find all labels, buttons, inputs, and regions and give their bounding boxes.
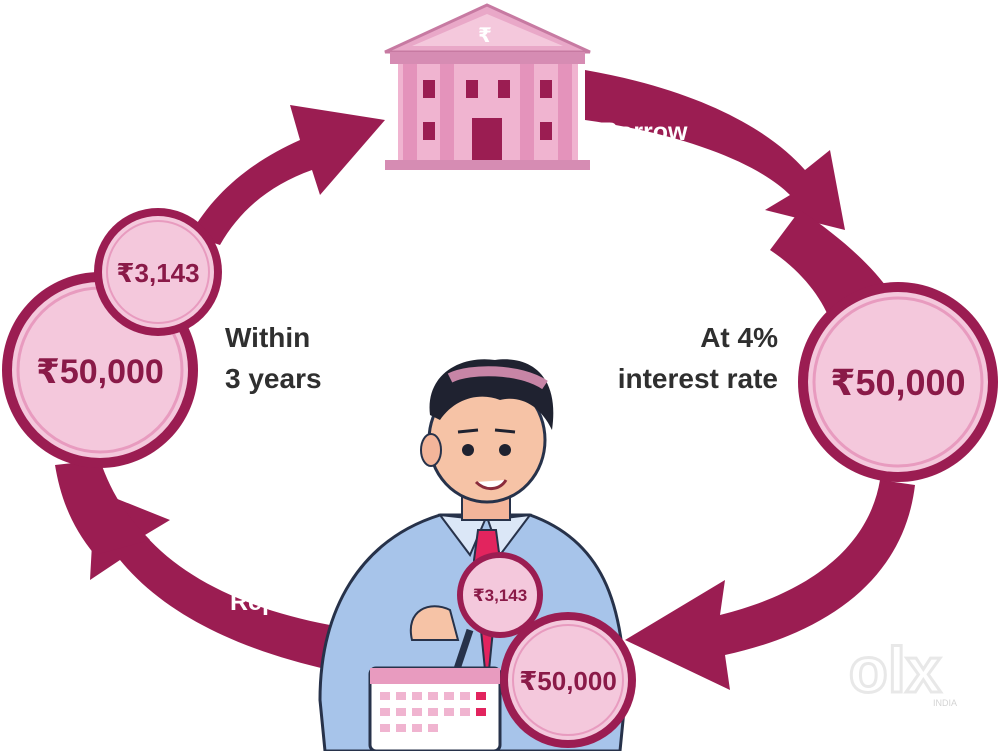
bottom-coin-amount: ₹50,000 xyxy=(519,666,617,696)
bottom-coin: ₹50,000 xyxy=(500,612,636,748)
right-lower-arrow xyxy=(625,480,915,690)
bank-building-icon: ₹ xyxy=(384,3,591,170)
watermark-country: INDIA xyxy=(933,698,957,708)
borrow-arrow: Borrow xyxy=(585,70,905,320)
duration-caption-line1: Within xyxy=(225,322,310,353)
repay-arrow: Repay xyxy=(55,460,330,670)
calendar-icon xyxy=(368,666,502,751)
left-small-coin: ₹3,143 xyxy=(94,208,222,336)
repay-label: Repay xyxy=(230,588,305,616)
watermark-brand: olx xyxy=(849,634,942,706)
interest-caption-line2: interest rate xyxy=(618,363,778,394)
borrow-label: Borrow xyxy=(600,118,688,146)
bank-rupee-symbol: ₹ xyxy=(478,25,492,47)
right-coin-amount: ₹50,000 xyxy=(830,362,965,403)
right-coin: ₹50,000 xyxy=(798,282,998,482)
duration-caption-line2: 3 years xyxy=(225,363,322,394)
olx-watermark: olx INDIA xyxy=(847,633,957,709)
magnifier-icon: ₹3,143 xyxy=(446,552,543,692)
interest-caption-line1: At 4% xyxy=(700,322,778,353)
left-big-coin-amount: ₹50,000 xyxy=(36,353,164,391)
left-upper-arrow xyxy=(190,105,385,245)
left-small-coin-amount: ₹3,143 xyxy=(116,258,199,288)
magnifier-amount: ₹3,143 xyxy=(473,586,527,605)
